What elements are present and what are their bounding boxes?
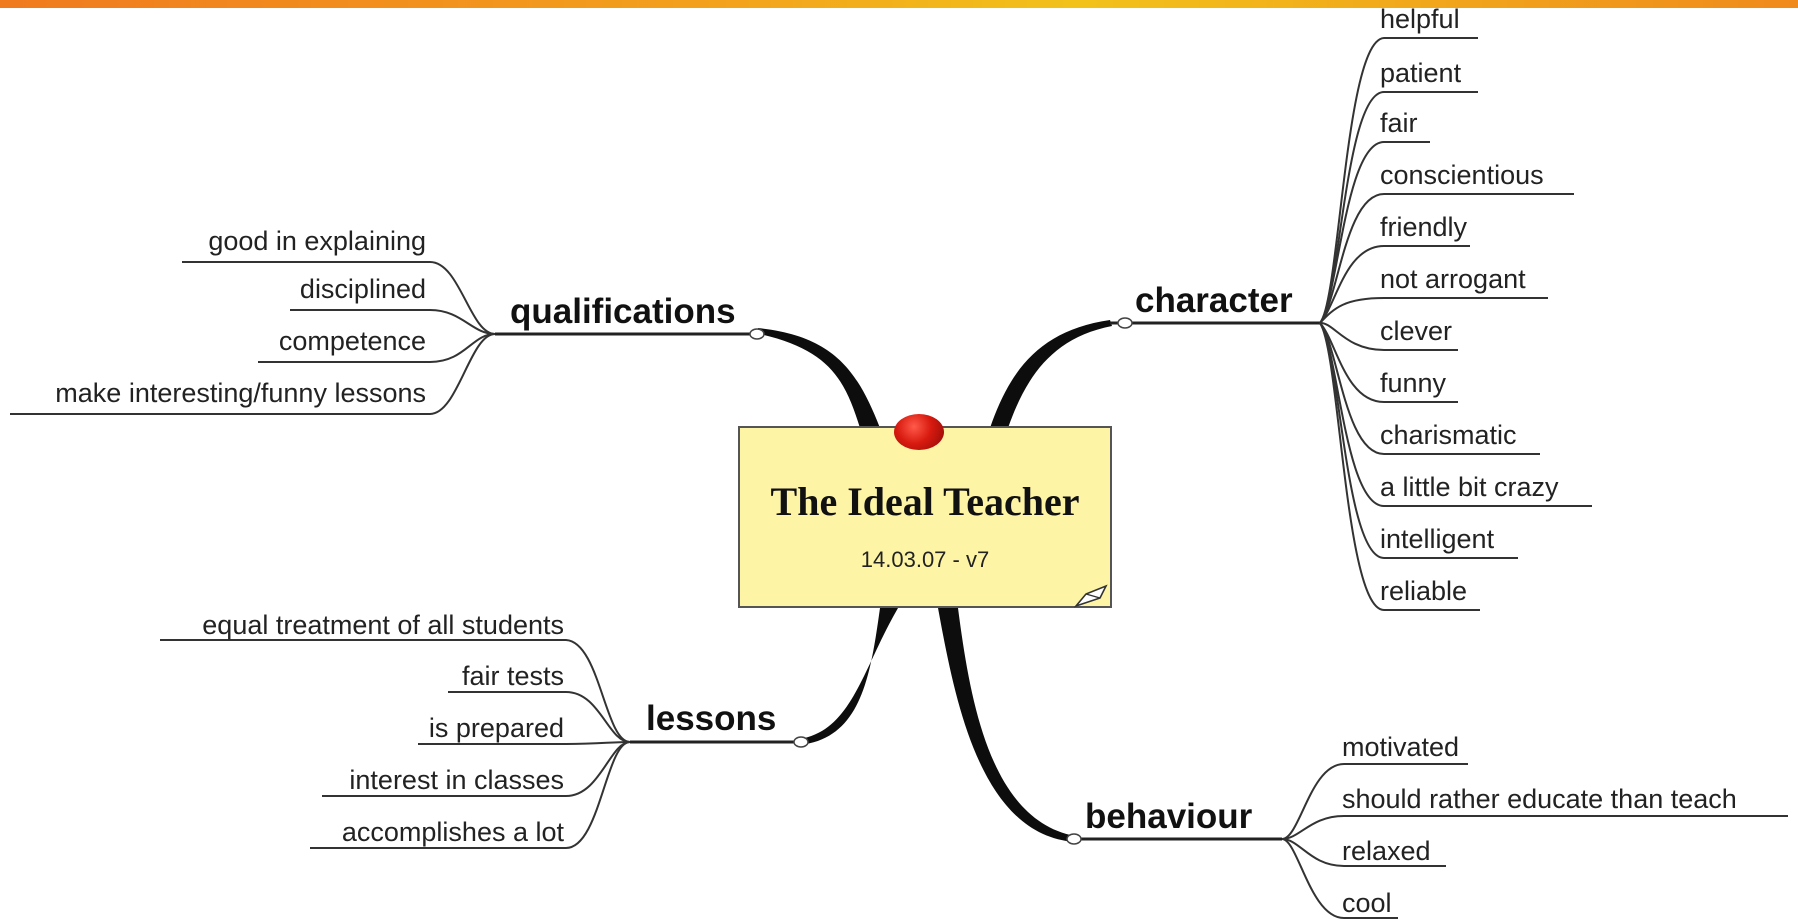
node-lessons <box>793 736 809 748</box>
central-topic-title: The Ideal Teacher <box>770 478 1080 524</box>
character-item: intelligent <box>1380 524 1495 554</box>
branch-label-qualifications: qualifications <box>510 292 736 331</box>
character-item: charismatic <box>1380 420 1517 450</box>
qualifications-leaves <box>10 261 496 415</box>
branch-stem-qualifications <box>758 328 880 428</box>
qualification-item: competence <box>279 326 426 356</box>
character-item: patient <box>1380 58 1462 88</box>
character-item: a little bit crazy <box>1380 472 1559 502</box>
qualification-item: make interesting/funny lessons <box>55 378 426 408</box>
central-topic-subtitle: 14.03.07 - v7 <box>860 546 990 572</box>
lessons-item: interest in classes <box>349 765 564 795</box>
behaviour-item: cool <box>1342 888 1392 918</box>
branch-stem-behaviour <box>938 608 1075 842</box>
character-item: funny <box>1380 368 1447 398</box>
character-item: reliable <box>1380 576 1467 606</box>
character-leaves <box>1319 37 1592 611</box>
character-item: conscientious <box>1380 160 1544 190</box>
pushpin-icon <box>894 414 944 450</box>
qualification-item: disciplined <box>300 274 426 304</box>
branch-underlines <box>495 321 1320 841</box>
branch-stem-lessons <box>800 608 898 745</box>
character-item: clever <box>1380 316 1452 346</box>
branch-label-behaviour: behaviour <box>1085 797 1253 836</box>
lessons-item: equal treatment of all students <box>202 610 564 640</box>
node-behaviour <box>1066 833 1082 845</box>
lessons-leaves <box>160 639 631 849</box>
branch-label-lessons: lessons <box>646 699 776 738</box>
lessons-item: fair tests <box>462 661 564 691</box>
character-item: friendly <box>1380 212 1468 242</box>
lessons-item: is prepared <box>429 713 564 743</box>
behaviour-leaves <box>1281 763 1788 919</box>
character-item: fair <box>1380 108 1418 138</box>
branch-nodes <box>749 317 1133 845</box>
branch-label-character: character <box>1135 281 1293 320</box>
node-qualifications <box>749 328 765 340</box>
branch-stem-character <box>990 320 1112 428</box>
node-character <box>1117 317 1133 329</box>
top-banner <box>0 0 1798 8</box>
lessons-item: accomplishes a lot <box>342 817 565 847</box>
behaviour-item: relaxed <box>1342 836 1431 866</box>
main-branches <box>758 320 1112 842</box>
note-icon[interactable] <box>1074 582 1110 608</box>
behaviour-item: should rather educate than teach <box>1342 784 1737 814</box>
central-topic[interactable]: The Ideal Teacher 14.03.07 - v7 <box>738 426 1112 608</box>
qualification-item: good in explaining <box>208 226 426 256</box>
behaviour-item: motivated <box>1342 732 1459 762</box>
character-item: not arrogant <box>1380 264 1526 294</box>
character-item: helpful <box>1380 4 1460 34</box>
